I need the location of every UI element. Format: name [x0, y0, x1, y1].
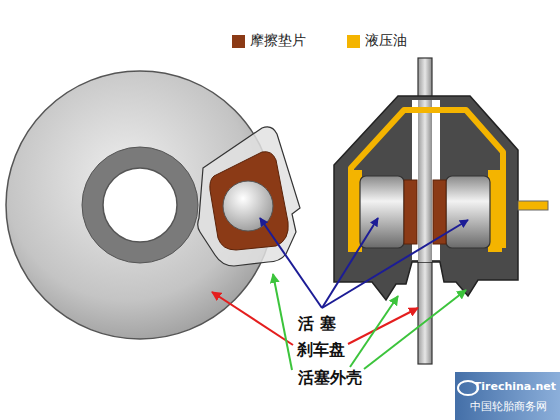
part-label: 活 塞	[298, 314, 336, 333]
part-label: 活塞外壳	[298, 368, 362, 387]
caliper-section	[334, 58, 548, 364]
watermark-logo	[455, 372, 560, 420]
housing-leaders	[273, 274, 466, 370]
disc-leaders	[212, 292, 418, 345]
legend-text: 摩擦垫片	[250, 32, 306, 50]
legend-swatch	[347, 35, 360, 48]
legend-item: 液压油	[347, 32, 407, 50]
part-label: 刹车盘	[297, 340, 345, 359]
legend-item: 摩擦垫片	[232, 32, 306, 50]
piston-leaders	[260, 218, 468, 308]
disc-face-view	[6, 71, 274, 339]
watermark-text: Tirechina.net	[474, 380, 556, 393]
legend-swatch	[232, 35, 245, 48]
watermark-text: 中国轮胎商务网	[470, 400, 547, 413]
caliper-face-view	[198, 127, 300, 266]
legend-text: 液压油	[365, 32, 407, 50]
